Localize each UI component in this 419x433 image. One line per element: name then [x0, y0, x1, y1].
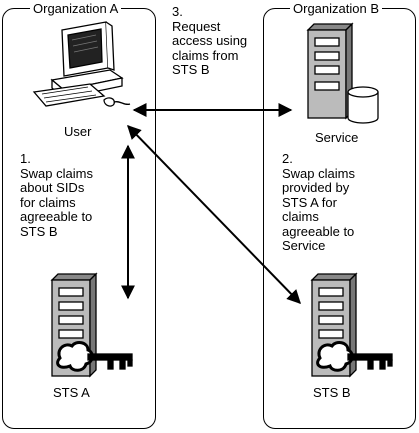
- server-with-database-icon: [306, 22, 379, 124]
- server-with-key-icon: [50, 272, 133, 378]
- server-with-key-icon: [310, 272, 393, 378]
- sts-a-label: STS A: [53, 385, 90, 400]
- sts-b-label: STS B: [313, 385, 351, 400]
- step-3-text: 3. Request access using claims from STS …: [172, 4, 248, 77]
- desktop-computer-icon: [32, 21, 131, 107]
- organization-a-title: Organization A: [30, 1, 122, 16]
- organization-b-title: Organization B: [290, 1, 382, 16]
- arrow-user-stsb: [127, 124, 301, 305]
- user-label: User: [64, 124, 92, 139]
- service-label: Service: [315, 130, 359, 145]
- step-1-text: 1. Swap claims about SIDs for claims agr…: [20, 151, 93, 239]
- step-2-text: 2. Swap claims provided by STS A for cla…: [282, 151, 355, 253]
